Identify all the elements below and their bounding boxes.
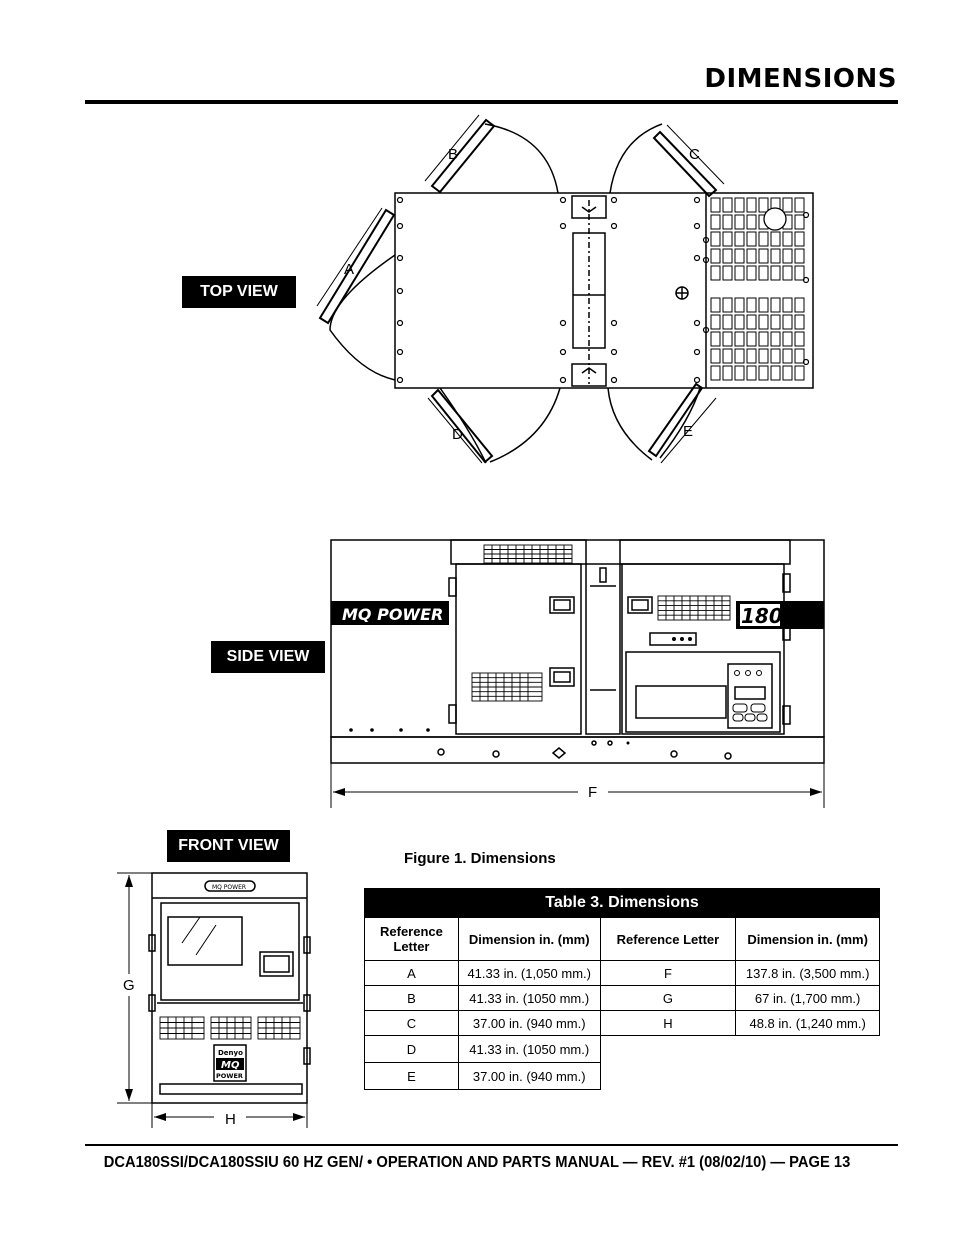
dimension-letter-h: H <box>225 1111 236 1128</box>
side-vent-grilles <box>471 544 731 702</box>
table-cell: C <box>364 1010 459 1036</box>
table-empty-cell <box>600 1036 879 1063</box>
table-empty-cell <box>600 1063 879 1090</box>
radiator-grille <box>710 197 805 381</box>
table-row: E 37.00 in. (940 mm.) <box>364 1062 880 1090</box>
table-row: C 37.00 in. (940 mm.) H 48.8 in. (1,240 … <box>364 1010 880 1036</box>
table-row: B 41.33 in. (1050 mm.) G 67 in. (1,700 m… <box>364 985 880 1011</box>
mq-power-logo: MQ POWER <box>342 605 443 624</box>
table-row: D 41.33 in. (1050 mm.) <box>364 1035 880 1063</box>
dimension-letter-a: A <box>344 261 354 278</box>
table-header: Dimension in. (mm) <box>735 917 880 961</box>
front-vent-grilles <box>159 1016 301 1040</box>
dimension-letter-f: F <box>588 784 597 801</box>
model-badge: 180 <box>741 604 783 628</box>
table-header: Reference Letter <box>599 917 737 961</box>
dimension-letter-e: E <box>683 423 693 440</box>
table-header: Reference Letter <box>364 917 459 961</box>
table-cell: 37.00 in. (940 mm.) <box>457 1010 601 1036</box>
power-logo: POWER <box>216 1072 243 1080</box>
front-view-label: FRONT VIEW <box>167 830 290 862</box>
table-cell: 48.8 in. (1,240 mm.) <box>735 1010 880 1036</box>
table-cell: F <box>599 960 737 986</box>
table-cell: A <box>364 960 459 986</box>
table-cell: 137.8 in. (3,500 mm.) <box>735 960 880 986</box>
table-row: A 41.33 in. (1,050 mm.) F 137.8 in. (3,5… <box>364 960 880 986</box>
table-cell: 41.33 in. (1050 mm.) <box>457 985 601 1011</box>
table-cell: 37.00 in. (940 mm.) <box>457 1062 601 1090</box>
table-header: Dimension in. (mm) <box>457 917 601 961</box>
front-badge: MQ POWER <box>212 884 246 891</box>
table-cell: D <box>364 1035 459 1063</box>
table-cell: 67 in. (1,700 mm.) <box>735 985 880 1011</box>
dimension-letter-c: C <box>689 146 700 163</box>
table-title: Table 3. Dimensions <box>364 888 880 918</box>
header-rule <box>85 100 898 104</box>
dimension-letter-d: D <box>452 426 463 443</box>
table-cell: H <box>599 1010 737 1036</box>
dimension-letter-g: G <box>123 977 135 994</box>
table-cell: 41.33 in. (1050 mm.) <box>457 1035 601 1063</box>
table-cell: 41.33 in. (1,050 mm.) <box>457 960 601 986</box>
top-view-label: TOP VIEW <box>182 276 296 308</box>
table-cell: G <box>599 985 737 1011</box>
mq-logo: MQ <box>221 1060 240 1071</box>
figure-caption: Figure 1. Dimensions <box>404 850 556 867</box>
footer-rule <box>85 1144 898 1146</box>
table-cell: E <box>364 1062 459 1090</box>
dimension-letter-b: B <box>448 146 458 163</box>
dimensions-table: Table 3. Dimensions Reference Letter Dim… <box>364 888 880 1090</box>
table-cell: B <box>364 985 459 1011</box>
side-view-label: SIDE VIEW <box>211 641 325 673</box>
page-title: DIMENSIONS <box>704 64 897 94</box>
denyo-logo: Denyo <box>218 1049 243 1057</box>
page-footer: DCA180SSI/DCA180SSIU 60 HZ GEN/ • OPERAT… <box>103 1154 851 1171</box>
